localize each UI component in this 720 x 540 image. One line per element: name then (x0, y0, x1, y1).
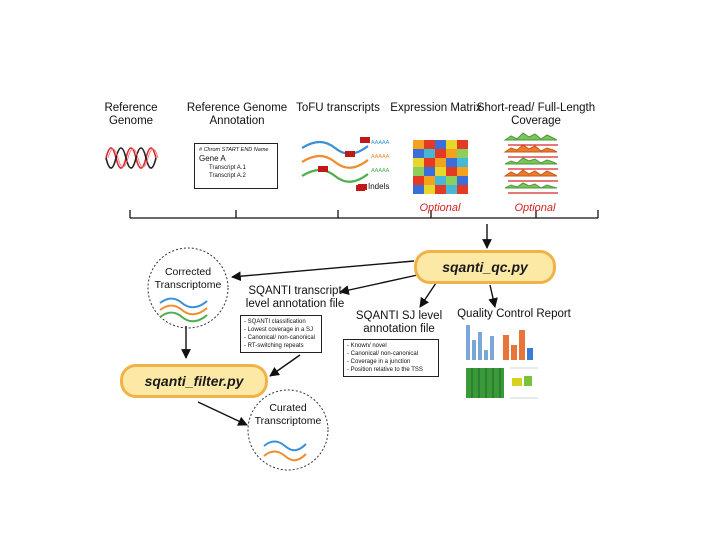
polya-label-green: AAAAA (371, 168, 390, 174)
label-sj-annotation: SQANTI SJ level annotation file (355, 310, 443, 335)
label-transcript-annotation: SQANTI transcript level annotation file (245, 285, 345, 310)
sj-feature-item: - Known/ novel (347, 343, 387, 349)
polya-label-orange: AAAAA (371, 154, 390, 160)
arrow-qc-to-sj-annot (419, 282, 437, 308)
arrow-qc-to-corrected (231, 260, 415, 282)
label-reference-genome: Reference Genome (104, 102, 158, 127)
transcript-feature-item: - Canonical/ non-canonical (244, 335, 316, 341)
annotation-gene: Gene A (199, 154, 226, 163)
indels-legend-swatch (356, 185, 365, 191)
sqanti-qc-step: sqanti_qc.py (414, 250, 556, 284)
label-qc-report: Quality Control Report (457, 308, 571, 320)
label-coverage: Short-read/ Full-Length Coverage (476, 102, 596, 127)
annotation-header: # Chrom START END Name (199, 147, 269, 153)
annotation-transcript-1: Transcript A.1 (209, 165, 246, 171)
sj-feature-item: - Canonical/ non-canonical (347, 351, 419, 357)
transcript-feature-item: - RT-switching repeats (244, 343, 304, 349)
qc-report-thumbnail (466, 325, 538, 399)
label-curated-transcriptome: Curated Transcriptome (254, 402, 322, 427)
optional-coverage: Optional (514, 202, 556, 214)
transcript-feature-item: - SQANTI classification (244, 319, 306, 325)
polya-label-blue: AAAAA (371, 140, 390, 146)
transcript-features-box: - SQANTI classification - Lowest coverag… (240, 315, 322, 353)
expression-heatmap-icon (413, 140, 468, 194)
dna-helix-icon (105, 147, 159, 169)
reference-annotation-box: # Chrom START END Name Gene A Transcript… (194, 143, 278, 189)
arrow-qc-to-transcript-annot (339, 273, 423, 295)
sj-feature-item: - Coverage in a junction (347, 359, 411, 365)
input-bracket (129, 210, 599, 219)
label-tofu-transcripts: ToFU transcripts (296, 102, 380, 114)
corrected-circle (147, 247, 229, 329)
sqanti-filter-step: sqanti_filter.py (120, 364, 268, 398)
coverage-tracks-icon (503, 132, 558, 194)
label-corrected-transcriptome: Corrected Transcriptome (154, 266, 222, 291)
tofu-transcripts-icon (301, 137, 370, 190)
transcript-feature-item: - Lowest coverage in a SJ (244, 327, 314, 333)
curated-circle (247, 389, 329, 471)
optional-expression: Optional (419, 202, 461, 214)
arrow-filter-to-curated (197, 401, 248, 426)
sj-features-box: - Known/ novel - Canonical/ non-canonica… (343, 339, 439, 377)
sj-feature-item: - Position relative to the TSS (347, 367, 423, 373)
curated-transcripts-icon (263, 440, 307, 462)
arrow-transcript-annot-to-filter (269, 354, 301, 377)
label-reference-annotation: Reference Genome Annotation (186, 102, 288, 127)
label-expression-matrix: Expression Matrix (390, 102, 482, 114)
annotation-transcript-2: Transcript A.2 (209, 173, 246, 179)
corrected-transcripts-icon (159, 297, 208, 323)
indels-legend-label: Indels (368, 182, 390, 191)
arrow-qc-to-report (488, 284, 498, 308)
